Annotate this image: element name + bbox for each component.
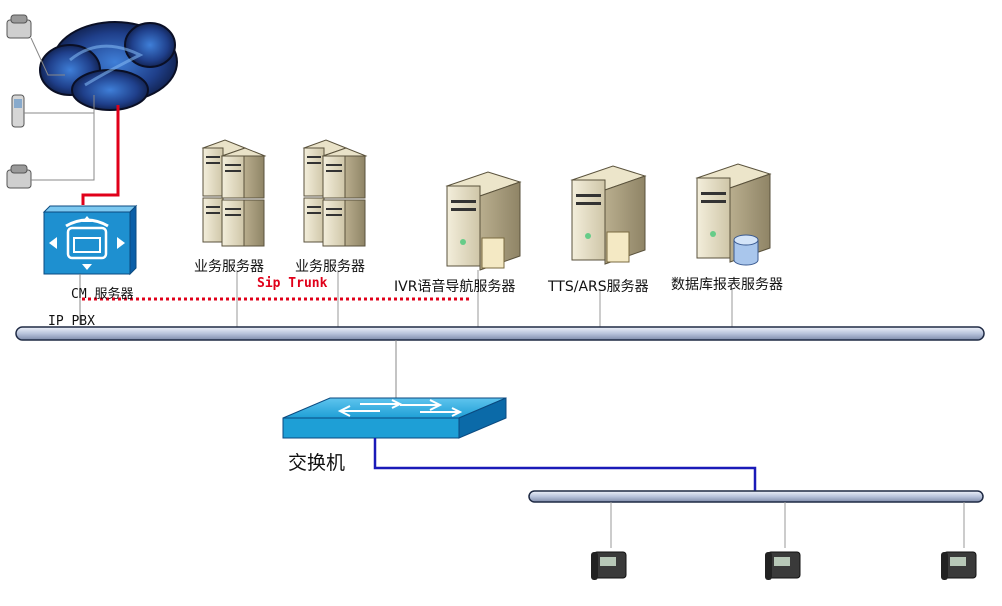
desk-phone-icon: [6, 164, 32, 189]
access-lan-bus: [528, 490, 984, 503]
desk-phone-icon: [6, 14, 32, 39]
cm-server-icon: [42, 204, 138, 276]
phone-link: [30, 37, 65, 76]
switch-uplink: [373, 438, 757, 497]
cm-server-label: CM 服务器: [71, 287, 134, 302]
pstn-trunk-line: [81, 105, 120, 205]
ip-phone-icon: [591, 551, 627, 580]
mobile-phone-icon: [11, 94, 25, 128]
tts-asr-server-icon: [570, 165, 647, 265]
ip-phone-icon: [941, 551, 977, 580]
ip-phone-icon: [765, 551, 801, 580]
ip-pbx-label: IP PBX: [48, 314, 95, 329]
switch-icon: [282, 397, 507, 439]
switch-label: 交换机: [288, 452, 346, 474]
ivr-server-icon: [445, 171, 522, 271]
pstn-cloud-icon: [39, 21, 178, 111]
ivr-server-label: IVR语音导航服务器: [394, 279, 516, 295]
tts-asr-server-label: TTS/ARS服务器: [548, 279, 649, 295]
db-report-server-label: 数据库报表服务器: [671, 277, 783, 293]
business-server-icon: [201, 139, 267, 247]
main-lan-bus: [15, 326, 985, 341]
sip-trunk-label: Sip Trunk: [257, 276, 328, 291]
database-server-icon: [695, 163, 772, 266]
business-server-1-label: 业务服务器: [194, 259, 264, 275]
phone-link: [31, 113, 95, 181]
business-server-icon: [302, 139, 368, 247]
business-server-2-label: 业务服务器: [295, 259, 365, 275]
